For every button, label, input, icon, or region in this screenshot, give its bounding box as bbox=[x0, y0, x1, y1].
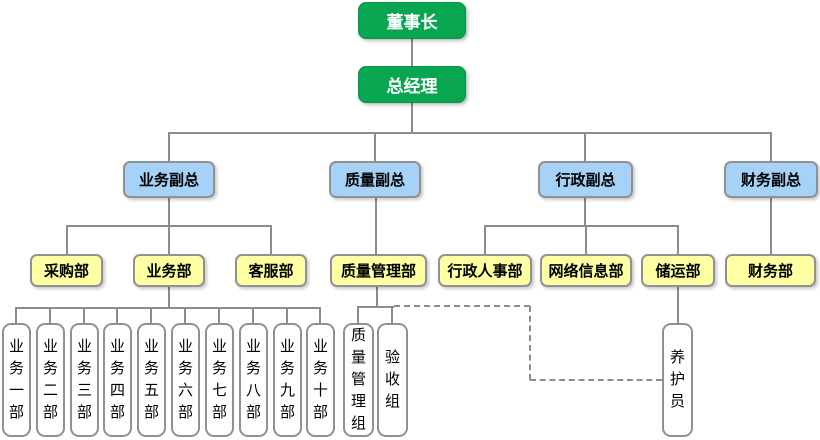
connector-line bbox=[150, 307, 152, 323]
connector-line bbox=[770, 132, 772, 161]
node-business-unit-3: 业务三部 bbox=[70, 323, 99, 437]
connector-line bbox=[83, 307, 85, 323]
dashed-connector bbox=[394, 305, 530, 307]
node-vp-quality: 质量副总 bbox=[329, 161, 421, 198]
connector-line bbox=[391, 306, 393, 323]
node-dept-purchasing: 采购部 bbox=[30, 254, 103, 287]
node-chairman: 董事长 bbox=[358, 2, 466, 39]
node-business-unit-7: 业务七部 bbox=[205, 323, 234, 437]
node-business-unit-6: 业务六部 bbox=[171, 323, 200, 437]
node-dept-admin-hr: 行政人事部 bbox=[438, 254, 532, 287]
connector-line bbox=[677, 287, 679, 323]
connector-line bbox=[411, 103, 413, 132]
connector-line bbox=[374, 132, 376, 161]
connector-line bbox=[319, 307, 321, 323]
node-business-unit-4: 业务四部 bbox=[103, 323, 132, 437]
node-dept-storage-transport: 储运部 bbox=[641, 254, 715, 287]
connector-line bbox=[168, 225, 170, 254]
connector-line bbox=[376, 287, 378, 306]
node-business-unit-1: 业务一部 bbox=[2, 323, 31, 437]
node-business-unit-9: 业务九部 bbox=[273, 323, 302, 437]
node-vp-finance: 财务副总 bbox=[724, 161, 818, 198]
connector-line bbox=[584, 132, 586, 161]
connector-line bbox=[168, 132, 170, 161]
connector-line bbox=[484, 225, 486, 254]
node-vp-business: 业务副总 bbox=[123, 161, 215, 198]
connector-line bbox=[286, 307, 288, 323]
node-business-unit-10: 业务十部 bbox=[306, 323, 335, 437]
node-dept-finance: 财务部 bbox=[725, 254, 816, 287]
connector-line bbox=[357, 306, 394, 308]
connector-line bbox=[484, 225, 679, 227]
connector-line bbox=[168, 132, 772, 134]
node-business-unit-8: 业务八部 bbox=[239, 323, 268, 437]
node-acceptance-team: 验收组 bbox=[377, 323, 408, 437]
connector-line bbox=[357, 306, 359, 323]
connector-line bbox=[585, 225, 587, 254]
connector-line bbox=[15, 307, 17, 323]
node-dept-network-info: 网络信息部 bbox=[540, 254, 632, 287]
connector-line bbox=[770, 198, 772, 254]
connector-line bbox=[49, 307, 51, 323]
connector-line bbox=[184, 307, 186, 323]
node-dept-quality-management: 质量管理部 bbox=[330, 254, 427, 287]
dashed-connector bbox=[529, 306, 531, 380]
connector-line bbox=[116, 307, 118, 323]
node-vp-admin: 行政副总 bbox=[538, 161, 633, 198]
connector-line bbox=[16, 307, 321, 309]
connector-line bbox=[677, 225, 679, 254]
connector-line bbox=[218, 307, 220, 323]
node-business-unit-2: 业务二部 bbox=[36, 323, 65, 437]
connector-line bbox=[411, 39, 413, 66]
connector-line bbox=[168, 287, 170, 307]
connector-line bbox=[168, 198, 170, 225]
node-dept-customer-service: 客服部 bbox=[235, 254, 307, 287]
node-general-manager: 总经理 bbox=[358, 66, 466, 103]
node-quality-management-team: 质量管理组 bbox=[343, 323, 374, 437]
connector-line bbox=[66, 225, 68, 254]
connector-line bbox=[252, 307, 254, 323]
dashed-connector bbox=[530, 379, 662, 381]
node-dept-business: 业务部 bbox=[133, 254, 205, 287]
node-business-unit-5: 业务五部 bbox=[137, 323, 166, 437]
node-maintenance-staff: 养护员 bbox=[662, 323, 693, 437]
connector-line bbox=[270, 225, 272, 254]
connector-line bbox=[584, 198, 586, 225]
connector-line bbox=[375, 198, 377, 254]
